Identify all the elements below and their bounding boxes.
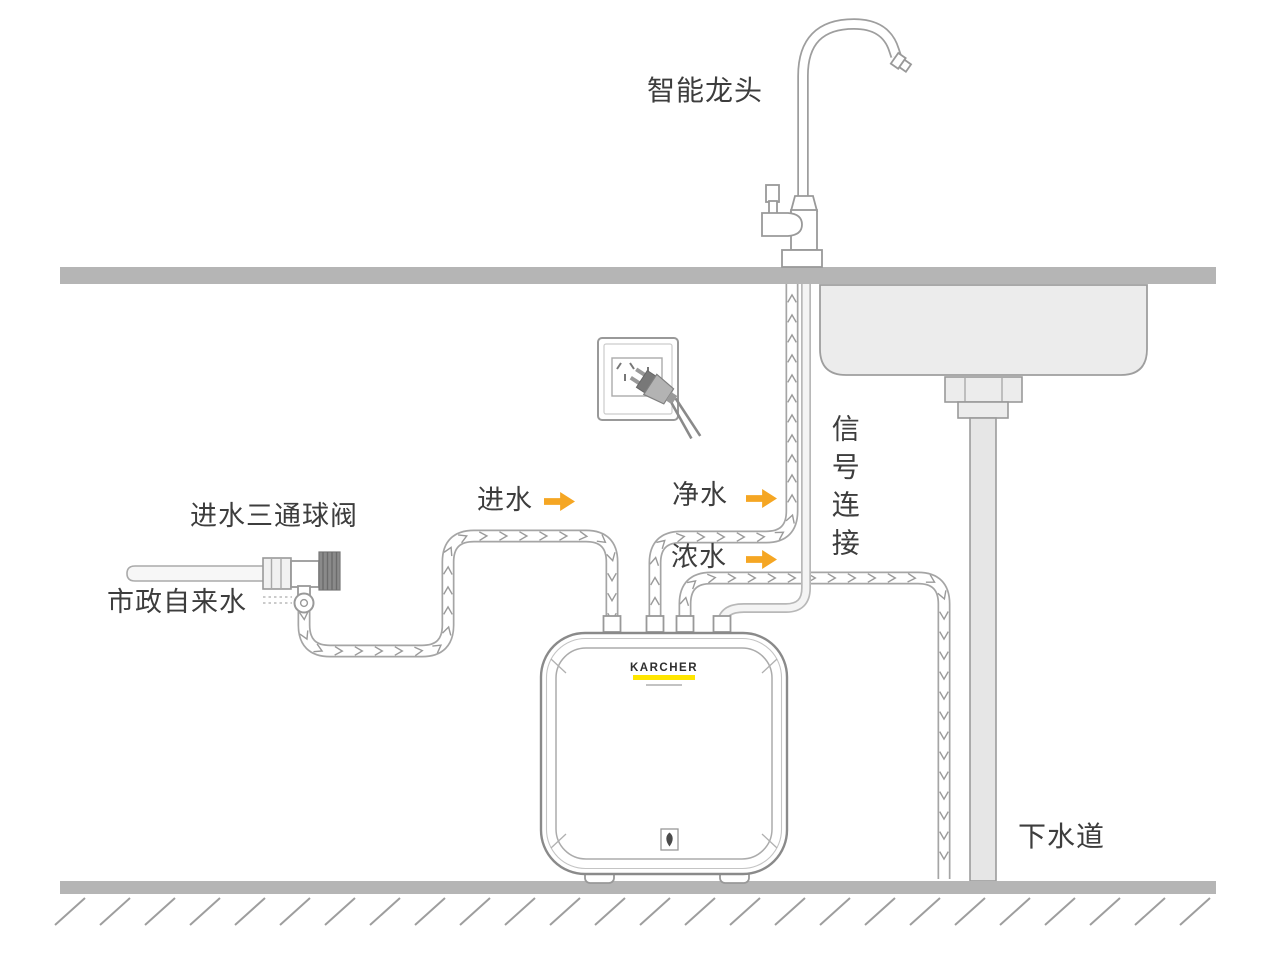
brand-subtext — [646, 683, 682, 686]
municipal-supply-pipe — [126, 565, 266, 582]
purified-water-pipe — [648, 262, 799, 631]
threaded-fitting — [318, 551, 341, 591]
signal-connection-label: 信号连接 — [828, 414, 860, 566]
purified-flow-label: 净水 — [672, 480, 728, 510]
floor — [54, 881, 1216, 926]
sewer-label: 下水道 — [1018, 821, 1106, 852]
brand-logo: KARCHER — [627, 662, 701, 686]
inlet-pipe — [297, 529, 619, 658]
drain-pipe — [944, 376, 1023, 882]
ball-valve — [262, 551, 341, 614]
inlet-flow-label: 进水 — [477, 485, 533, 515]
concentrate-water-pipe — [678, 571, 951, 879]
brand-underline — [633, 675, 695, 680]
concentrate-flow-label: 浓水 — [671, 542, 727, 572]
municipal-water-label: 市政自来水 — [107, 587, 247, 617]
inlet-valve-label: 进水三通球阀 — [190, 501, 358, 531]
smart-faucet-label: 智能龙头 — [647, 75, 764, 106]
faucet-handle — [761, 184, 803, 237]
water-purifier-unit — [539, 631, 789, 884]
power-outlet-icon — [597, 337, 679, 421]
floor-hatching — [54, 897, 1211, 926]
dotted-leader-line — [263, 596, 292, 604]
countertop — [60, 267, 1216, 284]
front-panel-badge — [660, 828, 679, 851]
pipe-connectors — [602, 615, 732, 633]
faucet-spout-tip — [889, 51, 913, 73]
kitchen-sink — [819, 284, 1148, 376]
power-plug-icon — [629, 367, 702, 440]
brand-name: KARCHER — [630, 662, 698, 674]
corner-seams — [550, 658, 778, 849]
smart-faucet — [761, 18, 913, 268]
